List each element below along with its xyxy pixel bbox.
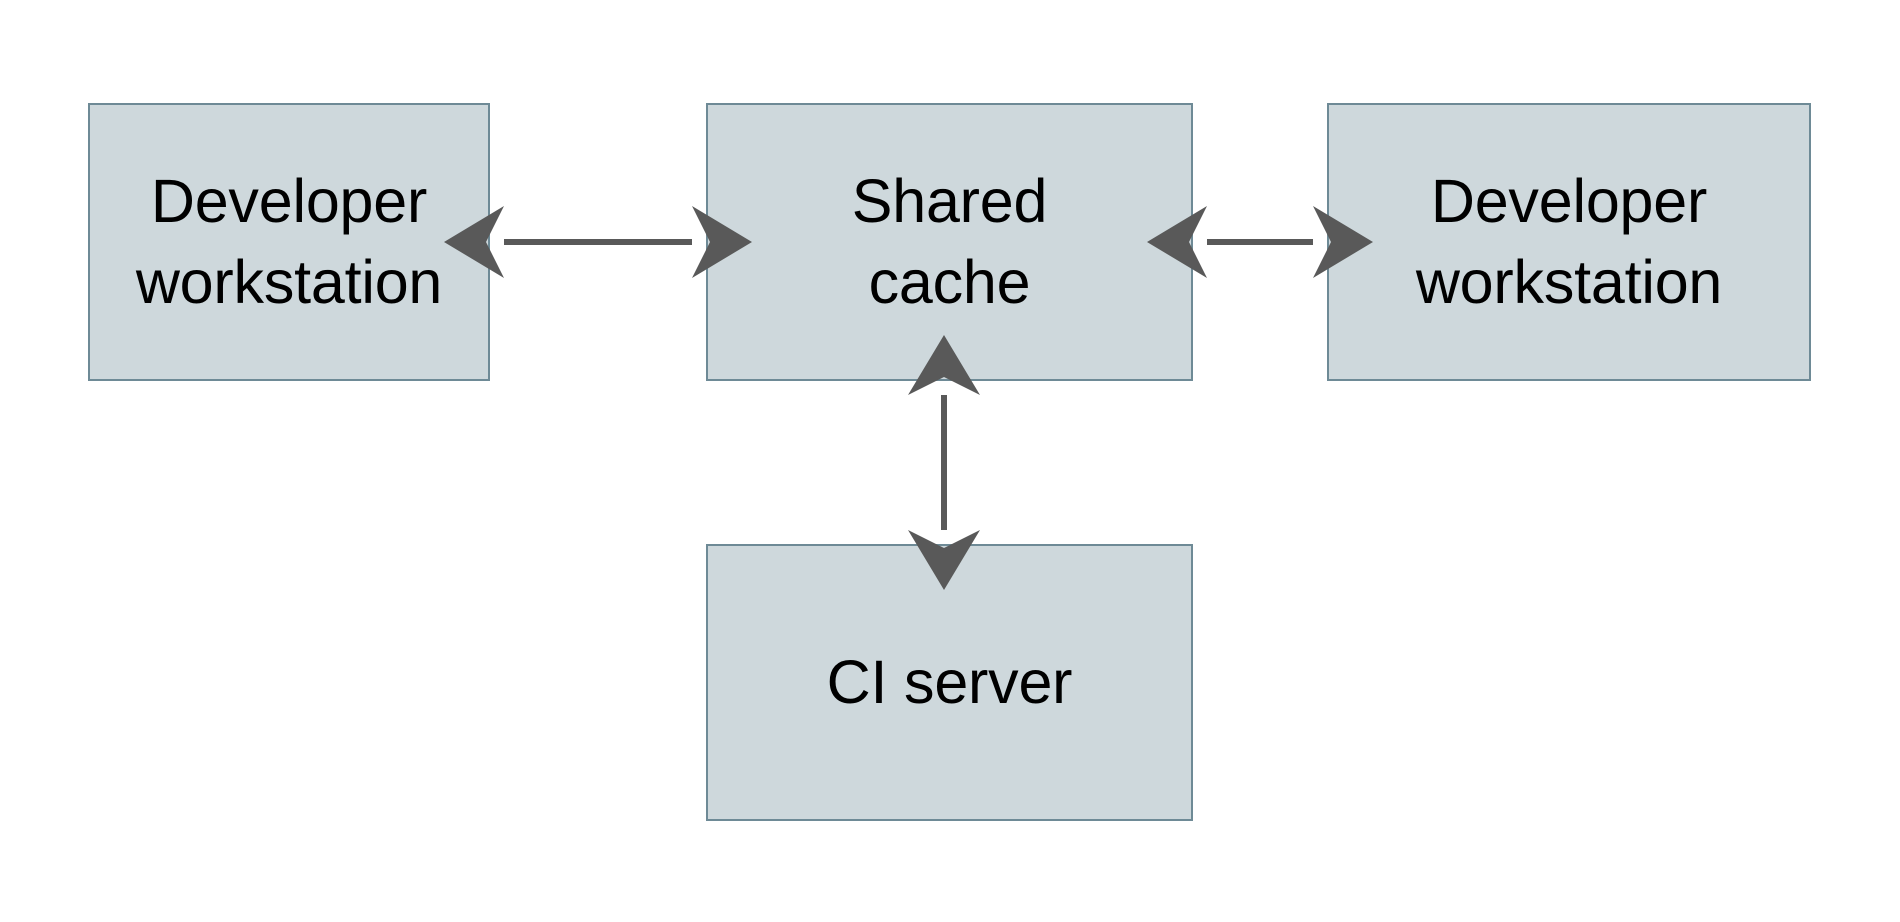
node-label: CI server [826,648,1073,717]
node-shared-cache[interactable]: Shared cache [706,103,1193,381]
node-label: Shared cache [851,167,1048,316]
node-developer-workstation-left[interactable]: Developer workstation [88,103,490,381]
edge-shared-cache-to-ci-server[interactable] [908,335,980,590]
edge-shared-cache-to-developer-right[interactable] [1147,206,1373,278]
node-label: Developer workstation [135,167,443,316]
node-ci-server[interactable]: CI server [706,544,1193,821]
node-developer-workstation-right[interactable]: Developer workstation [1327,103,1811,381]
node-label: Developer workstation [1415,167,1723,316]
edge-developer-left-to-shared-cache[interactable] [444,206,752,278]
